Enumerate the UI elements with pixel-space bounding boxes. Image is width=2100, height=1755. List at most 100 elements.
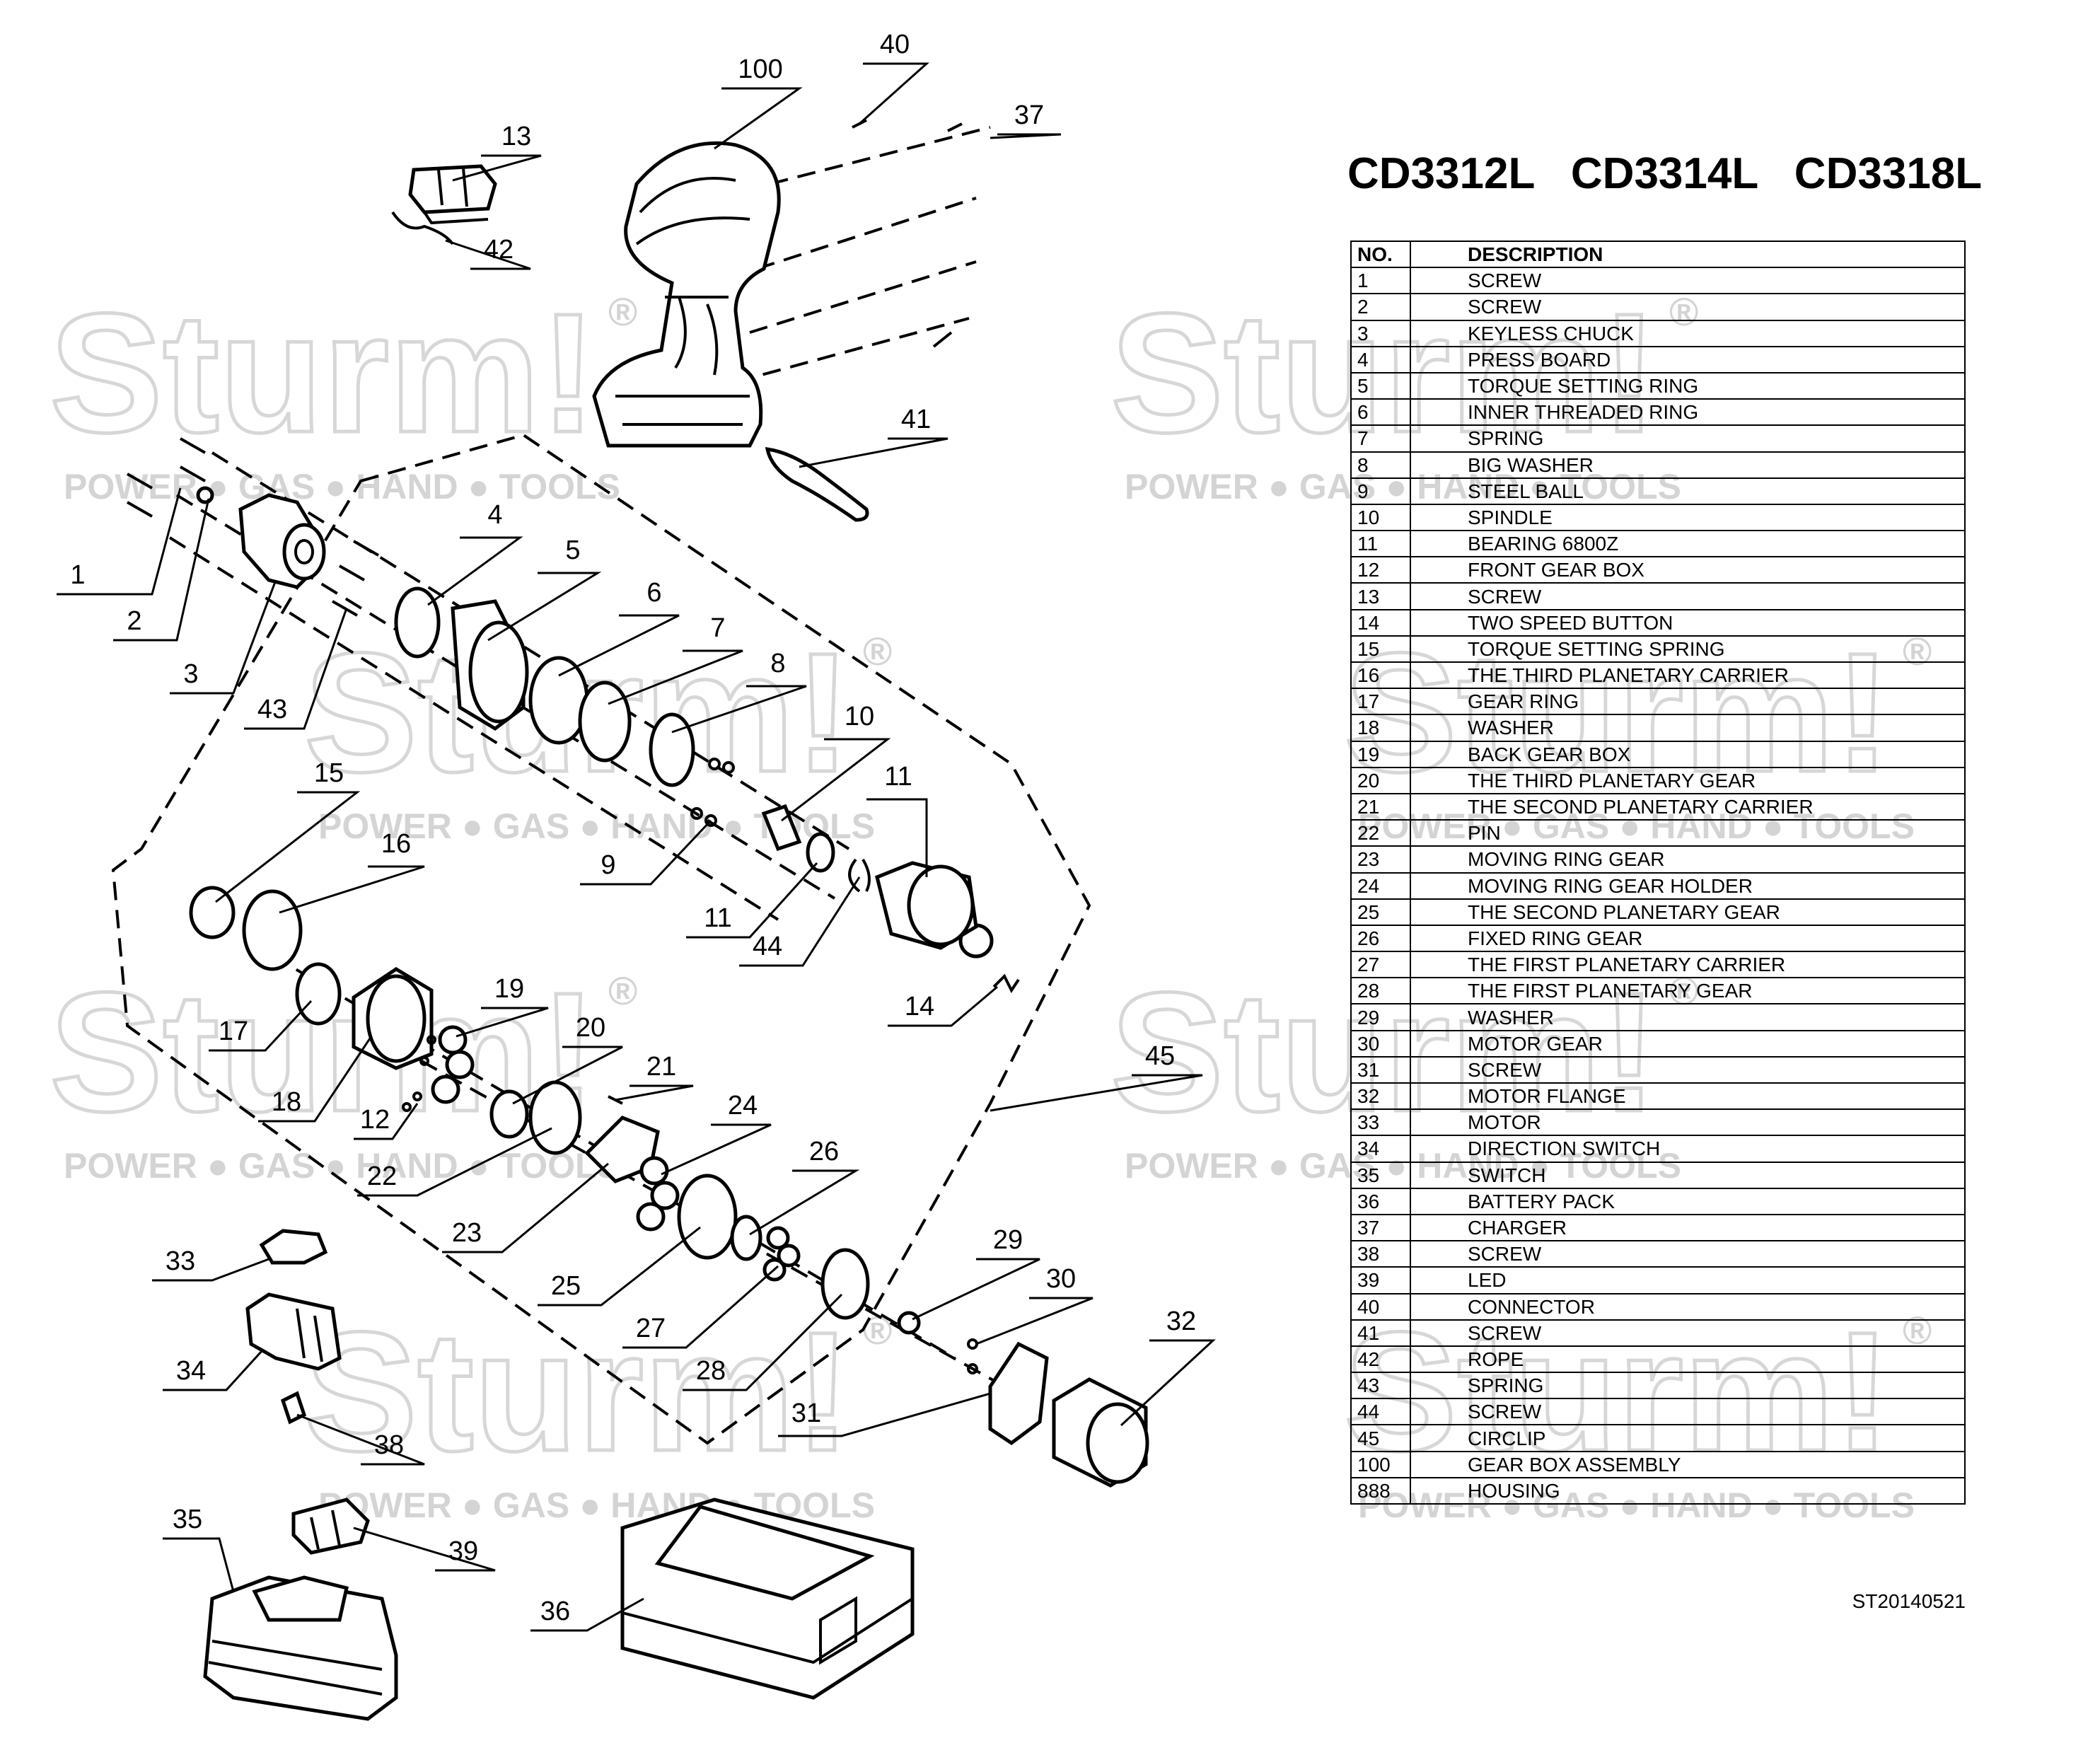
- part-number-cell: 1: [1350, 267, 1411, 295]
- third-planetary-gear-part: [431, 1025, 475, 1104]
- watermark-brand: Sturm!: [50, 278, 596, 468]
- callout-number: 100: [738, 54, 782, 84]
- callout-number: 22: [367, 1162, 397, 1191]
- callout-leader-line: [686, 862, 818, 939]
- part-description-cell: MOVING RING GEAR HOLDER: [1410, 871, 1966, 900]
- part-description-cell: STEEL BALL: [1410, 477, 1966, 505]
- steel-balls-part: [690, 758, 735, 827]
- callout-leader-line: [354, 1103, 419, 1140]
- part-description-cell: PRESS BOARD: [1410, 345, 1966, 373]
- back-gear-box-part: [352, 967, 434, 1070]
- callout-leader-line: [580, 819, 712, 886]
- part-description-cell: WASHER: [1410, 1003, 1966, 1031]
- part-number-cell: 42: [1350, 1345, 1411, 1374]
- callout-number: 9: [601, 850, 615, 880]
- bearing-part: [806, 832, 835, 873]
- part-number-cell: 100: [1350, 1450, 1411, 1478]
- part-description-cell: KEYLESS CHUCK: [1410, 319, 1966, 347]
- part-number-cell: 23: [1350, 845, 1411, 874]
- part-description-cell: THE SECOND PLANETARY GEAR: [1410, 898, 1966, 926]
- watermark-brand: Sturm!: [304, 1297, 851, 1486]
- part-description-cell: SPRING: [1410, 1372, 1966, 1400]
- part-description-cell: HOUSING: [1410, 1476, 1966, 1505]
- callout-number: 3: [183, 659, 198, 689]
- part-number-cell: 29: [1350, 1003, 1411, 1031]
- callout-leader-line: [152, 1258, 269, 1282]
- callout-number: 26: [809, 1137, 839, 1166]
- part-description-cell: BATTERY PACK: [1410, 1187, 1966, 1215]
- part-description-cell: PIN: [1410, 819, 1966, 847]
- washer-part: [295, 962, 342, 1026]
- part-description-cell: TORQUE SETTING RING: [1410, 371, 1966, 400]
- callout-leader-line: [866, 798, 928, 877]
- second-planetary-carrier-part: [489, 1089, 529, 1139]
- callout-leader-line: [512, 1046, 623, 1105]
- part-number-cell: 43: [1350, 1372, 1411, 1400]
- watermark-registered-mark: ®: [608, 289, 637, 334]
- callout-number: 45: [1145, 1041, 1175, 1071]
- callout-leader-line: [739, 876, 861, 967]
- callout-leader-line: [781, 738, 891, 822]
- callout-leader-line: [452, 154, 542, 182]
- callout-leader-line: [858, 62, 929, 125]
- part-description-cell: DIRECTION SWITCH: [1410, 1135, 1966, 1163]
- callout-number: 19: [494, 974, 524, 1004]
- torque-setting-spring-part: [992, 973, 1020, 993]
- part-number-cell: 37: [1350, 1213, 1411, 1242]
- part-number-cell: 4: [1350, 345, 1411, 373]
- part-description-cell: CONNECTOR: [1410, 1292, 1966, 1321]
- callout-leader-line: [990, 1074, 1203, 1112]
- part-description-cell: SCREW: [1410, 1319, 1966, 1347]
- part-description-cell: MOVING RING GEAR: [1410, 845, 1966, 874]
- press-board-part: [394, 586, 441, 659]
- callout-number: 39: [448, 1536, 478, 1566]
- charger-part: [620, 1498, 915, 1700]
- motor-gear-part: [897, 1311, 921, 1335]
- callout-leader-line: [170, 579, 277, 695]
- part-number-cell: 6: [1350, 398, 1411, 427]
- callout-leader-line: [209, 1000, 313, 1052]
- part-number-cell: 26: [1350, 924, 1411, 953]
- callout-leader-line: [778, 1392, 991, 1437]
- motor-flange-part: [988, 1341, 1049, 1446]
- part-number-cell: 11: [1350, 530, 1411, 558]
- callout-number: 6: [646, 578, 661, 608]
- callout-number: 15: [314, 758, 344, 788]
- third-planetary-carrier-part: [189, 886, 236, 939]
- callout-number: 23: [452, 1218, 482, 1248]
- callout-number: 28: [696, 1356, 726, 1386]
- fixed-ring-gear-part: [677, 1174, 738, 1260]
- part-description-cell: SCREW: [1410, 267, 1966, 295]
- callout-leader-line: [990, 133, 1062, 139]
- part-number-cell: 13: [1350, 582, 1411, 610]
- callout-leader-line: [615, 1084, 694, 1101]
- callout-leader-line: [608, 649, 743, 705]
- callout-number: 5: [565, 535, 580, 565]
- spring-7-part: [578, 680, 632, 763]
